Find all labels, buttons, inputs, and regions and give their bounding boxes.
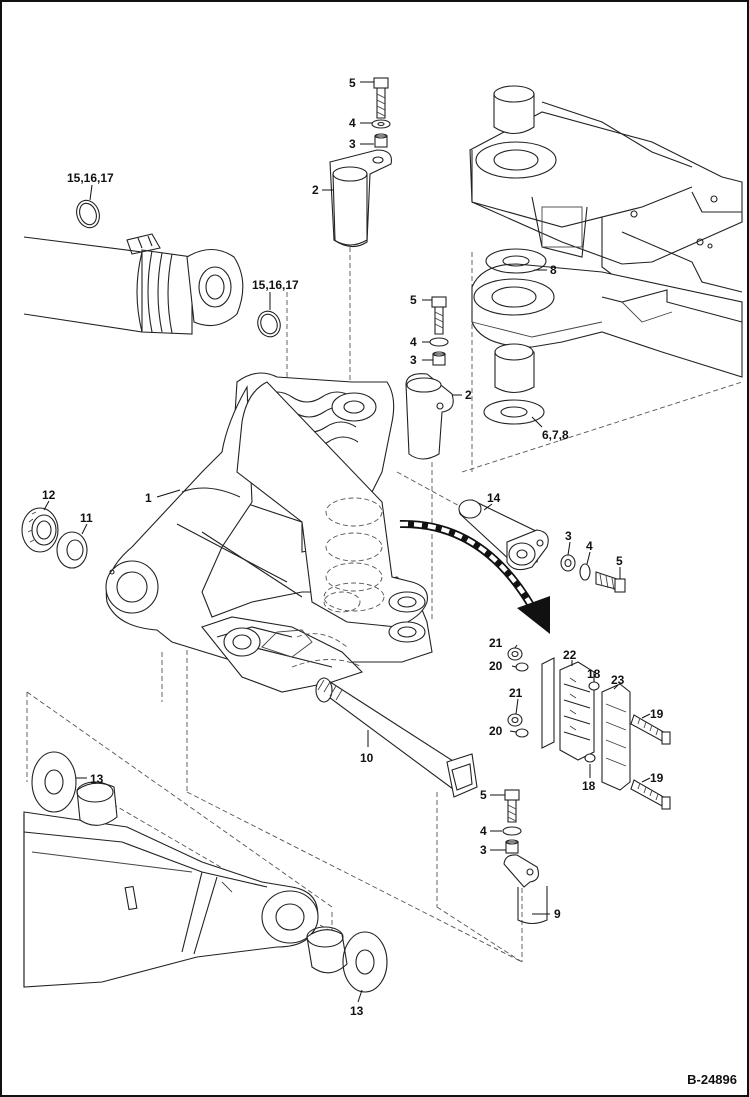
callout-23: 23 (611, 673, 625, 687)
callout-21: 21 (509, 686, 523, 700)
shaft-10 (315, 677, 478, 798)
callout-13: 13 (90, 772, 104, 786)
drawing-reference-number: B-24896 (687, 1072, 737, 1087)
callout-3: 3 (480, 843, 487, 857)
callout-19: 19 (650, 771, 664, 785)
callout-12: 12 (42, 488, 56, 502)
callout-4: 4 (410, 335, 417, 349)
pin-14-assembly (458, 499, 626, 593)
callout-14: 14 (487, 491, 501, 505)
callout-3: 3 (349, 137, 356, 151)
callout-labels: 5 4 3 2 15,16,17 15,16,17 8 5 4 3 2 6,7,… (42, 76, 664, 1018)
callout-18: 18 (582, 779, 596, 793)
callout-21: 21 (489, 636, 503, 650)
detail-arrow (399, 519, 550, 634)
dipper-arm (23, 811, 319, 988)
callout-9: 9 (554, 907, 561, 921)
lower-bushing-parts (483, 343, 545, 425)
callout-18: 18 (587, 667, 601, 681)
callout-11: 11 (80, 511, 93, 525)
quick-hitch-body (105, 372, 433, 693)
middle-pin-assembly (405, 296, 454, 460)
hydraulic-cylinder (23, 233, 244, 335)
callout-4: 4 (349, 116, 356, 130)
callout-15-16-17: 15,16,17 (252, 278, 299, 292)
o-ring-parts (76, 199, 281, 338)
callout-4: 4 (480, 824, 487, 838)
callout-13: 13 (350, 1004, 364, 1018)
callout-3: 3 (565, 529, 572, 543)
callout-4: 4 (586, 539, 593, 553)
callout-5: 5 (410, 293, 417, 307)
callout-20: 20 (489, 659, 503, 673)
upper-pin-assembly (329, 77, 392, 248)
callout-2: 2 (465, 388, 472, 402)
leader-lines (43, 81, 651, 1003)
callout-5: 5 (616, 554, 623, 568)
bushing-13-parts (31, 751, 388, 993)
callout-2: 2 (312, 183, 319, 197)
nut-and-washer (21, 507, 88, 569)
callout-5: 5 (349, 76, 356, 90)
callout-19: 19 (650, 707, 664, 721)
shim-part (485, 248, 547, 274)
callout-22: 22 (563, 648, 577, 662)
callout-8: 8 (550, 263, 557, 277)
callout-15-16-17: 15,16,17 (67, 171, 114, 185)
callout-5: 5 (480, 788, 487, 802)
callout-10: 10 (360, 751, 374, 765)
callout-20: 20 (489, 724, 503, 738)
lock-rail-assembly (507, 647, 671, 810)
swing-bracket (469, 85, 743, 378)
callout-6-7-8: 6,7,8 (542, 428, 569, 442)
lower-pin-assembly (502, 789, 548, 925)
callout-1: 1 (145, 491, 152, 505)
callout-3: 3 (410, 353, 417, 367)
